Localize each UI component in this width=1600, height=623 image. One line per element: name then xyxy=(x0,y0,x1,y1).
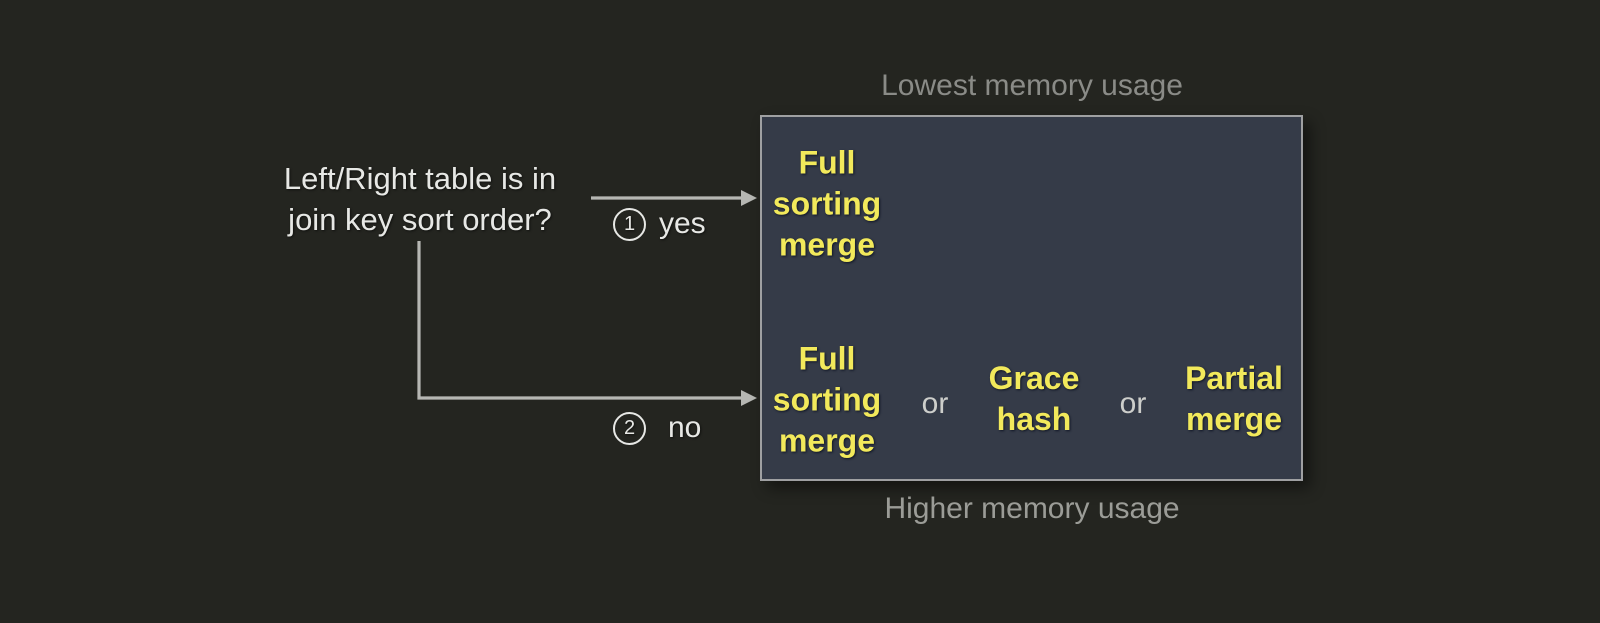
branch-no-text: no xyxy=(668,411,702,444)
caption-higher-memory: Higher memory usage xyxy=(884,492,1180,525)
algorithm-line: Full xyxy=(798,144,856,181)
branch-yes-text: yes xyxy=(659,207,706,240)
algorithm-line: Grace xyxy=(988,360,1080,396)
branch-label-yes: 1 yes xyxy=(613,207,706,241)
arrowhead-yes-icon xyxy=(741,190,757,206)
arrowhead-no-icon xyxy=(741,390,757,406)
algorithm-partial-merge: Partial merge xyxy=(1185,358,1283,440)
arrow-no-elbow-line xyxy=(417,241,741,400)
algorithm-full-sorting-merge-sorted: Full sorting merge xyxy=(773,143,881,266)
algorithm-line: sorting xyxy=(772,185,882,222)
algorithm-line: Partial xyxy=(1185,360,1283,396)
or-separator-1: or xyxy=(921,387,949,420)
caption-lowest-memory: Lowest memory usage xyxy=(881,69,1183,102)
question-text: Left/Right table is in join key sort ord… xyxy=(284,158,556,240)
algorithm-grace-hash: Grace hash xyxy=(989,358,1080,440)
algorithm-line: merge xyxy=(778,422,876,459)
join-algorithms-box: Full sorting merge Full sorting merge or… xyxy=(760,115,1303,481)
circled-number-1-icon: 1 xyxy=(613,207,646,241)
algorithm-line: merge xyxy=(778,226,876,263)
circled-number-2-icon: 2 xyxy=(613,411,646,445)
algorithm-line: hash xyxy=(996,401,1072,437)
or-separator-2: or xyxy=(1119,387,1147,420)
branch-label-no: 2 no xyxy=(613,411,701,445)
algorithm-full-sorting-merge-unsorted: Full sorting merge xyxy=(773,339,881,462)
question-line-2: join key sort order? xyxy=(288,202,552,237)
algorithm-line: merge xyxy=(1185,401,1283,437)
question-line-1: Left/Right table is in xyxy=(283,161,557,196)
algorithm-line: sorting xyxy=(772,381,882,418)
algorithm-line: Full xyxy=(798,340,856,377)
